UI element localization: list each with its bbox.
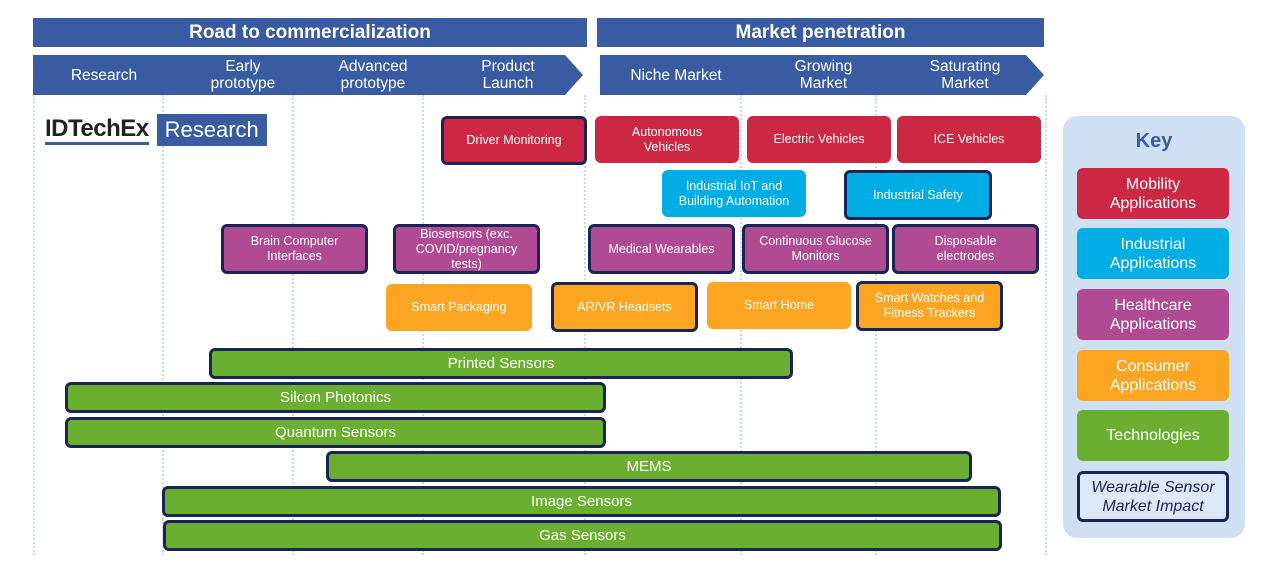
app-disposable-electrodes: Disposable electrodes: [892, 224, 1039, 274]
tech-image-sensors: Image Sensors: [162, 486, 1001, 517]
phase-header-market: Market penetration: [597, 18, 1044, 47]
tech-label: Printed Sensors: [447, 355, 555, 372]
stage-niche-market: Niche Market: [600, 55, 762, 95]
stage-label: Early prototype: [210, 58, 276, 92]
legend-label: Technologies: [1106, 427, 1200, 444]
app-label: Smart Packaging: [411, 300, 507, 314]
gridline: [33, 95, 35, 555]
phase-header-road-label: Road to commercialization: [189, 21, 431, 43]
app-label: Smart Watches and Fitness Trackers: [874, 291, 985, 320]
app-ar-vr-headsets: AR/VR Headsets: [551, 282, 698, 332]
tech-quantum-sensors: Quantum Sensors: [65, 417, 606, 448]
tech-mems: MEMS: [326, 451, 972, 482]
app-biosensors: Biosensors (exc. COVID/pregnancy tests): [393, 224, 540, 274]
legend-title: Key: [1135, 130, 1173, 152]
app-label: Biosensors (exc. COVID/pregnancy tests): [415, 226, 518, 271]
logo-suffix: Research: [156, 114, 267, 146]
app-label: Electric Vehicles: [773, 132, 865, 146]
tech-label: Image Sensors: [531, 493, 632, 510]
legend-item-consumer: Consumer Applications: [1077, 350, 1229, 401]
stage-label: Product Launch: [481, 58, 535, 92]
app-electric-vehicles: Electric Vehicles: [747, 116, 891, 163]
app-label: Disposable electrodes: [934, 234, 997, 263]
tech-silicon-photonics: Silcon Photonics: [65, 382, 606, 413]
tech-gas-sensors: Gas Sensors: [163, 520, 1002, 551]
phase-header-market-label: Market penetration: [735, 21, 906, 43]
app-label: Medical Wearables: [608, 241, 715, 256]
stage-label: Advanced prototype: [338, 58, 408, 92]
phase-header-road: Road to commercialization: [33, 18, 587, 47]
legend-item-industrial: Industrial Applications: [1077, 228, 1229, 279]
stage-early-prototype: Early prototype: [163, 55, 313, 95]
app-label: Smart Home: [743, 298, 815, 312]
idtechex-logo: IDTechEx Research: [45, 114, 267, 146]
stage-label: Saturating Market: [929, 58, 1001, 92]
tech-label: Quantum Sensors: [275, 424, 396, 441]
stage-advanced-prototype: Advanced prototype: [293, 55, 443, 95]
legend-item-mobility: Mobility Applications: [1077, 168, 1229, 219]
gridline: [292, 95, 294, 555]
logo-brand: IDTechEx: [45, 115, 149, 145]
app-industrial-iot: Industrial IoT and Building Automation: [662, 170, 806, 217]
gridline: [1045, 95, 1047, 555]
app-smart-watches: Smart Watches and Fitness Trackers: [856, 281, 1003, 331]
legend-label: Consumer Applications: [1109, 357, 1197, 394]
app-label: Industrial Safety: [873, 187, 963, 202]
app-label: Driver Monitoring: [466, 133, 562, 147]
stage-research: Research: [33, 55, 185, 95]
app-label: ICE Vehicles: [933, 132, 1005, 146]
legend: Key Mobility Applications Industrial App…: [1063, 116, 1245, 538]
tech-label: Gas Sensors: [539, 527, 626, 544]
legend-label: Mobility Applications: [1109, 175, 1197, 212]
app-label: Industrial IoT and Building Automation: [678, 178, 790, 208]
legend-label: Wearable Sensor Market Impact: [1091, 478, 1215, 515]
legend-item-technologies: Technologies: [1077, 410, 1229, 461]
legend-label: Industrial Applications: [1109, 235, 1197, 272]
stage-product-launch: Product Launch: [423, 55, 583, 95]
app-label: AR/VR Headsets: [577, 299, 672, 314]
stage-saturating-market: Saturating Market: [876, 55, 1044, 95]
gridline: [162, 95, 164, 555]
stage-growing-market: Growing Market: [741, 55, 896, 95]
app-ice-vehicles: ICE Vehicles: [897, 116, 1041, 163]
app-label: Continuous Glucose Monitors: [759, 234, 872, 263]
tech-label: Silcon Photonics: [280, 389, 391, 406]
stage-label: Niche Market: [630, 66, 722, 84]
app-brain-computer-interfaces: Brain Computer Interfaces: [221, 224, 368, 274]
app-industrial-safety: Industrial Safety: [844, 170, 992, 220]
legend-item-wearable-impact: Wearable Sensor Market Impact: [1077, 471, 1229, 522]
app-medical-wearables: Medical Wearables: [588, 224, 735, 274]
app-continuous-glucose-monitors: Continuous Glucose Monitors: [742, 224, 889, 274]
app-smart-home: Smart Home: [707, 282, 851, 329]
app-driver-monitoring: Driver Monitoring: [441, 116, 587, 165]
app-label: Brain Computer Interfaces: [250, 234, 339, 263]
app-smart-packaging: Smart Packaging: [386, 284, 532, 331]
stage-label: Growing Market: [794, 58, 853, 92]
tech-label: MEMS: [626, 458, 672, 475]
app-autonomous-vehicles: Autonomous Vehicles: [595, 116, 739, 163]
app-label: Autonomous Vehicles: [631, 124, 703, 154]
legend-label: Healthcare Applications: [1109, 296, 1197, 333]
legend-item-healthcare: Healthcare Applications: [1077, 289, 1229, 340]
tech-printed-sensors: Printed Sensors: [209, 348, 793, 379]
stage-label: Research: [70, 66, 138, 84]
